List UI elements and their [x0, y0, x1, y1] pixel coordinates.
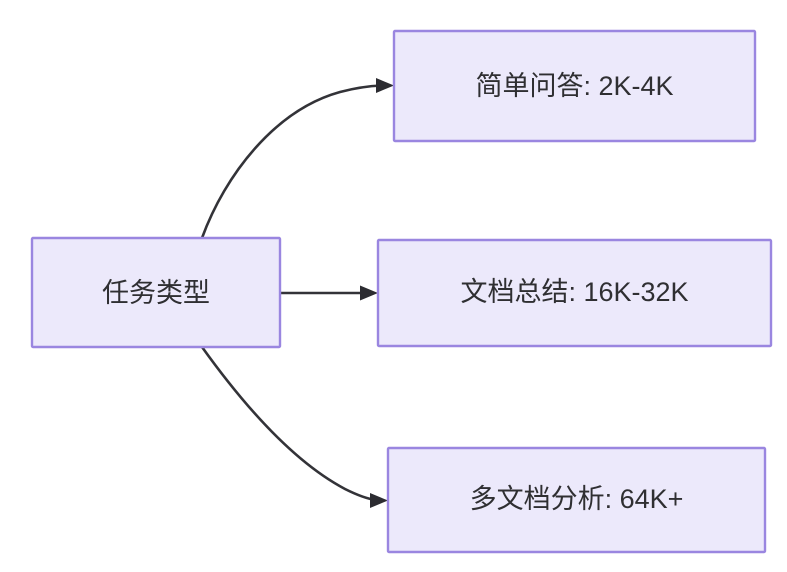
arrowhead-icon-top [376, 78, 394, 93]
node-doc-summary[interactable]: 文档总结: 16K-32K [376, 238, 773, 348]
edge-path-curved-top [200, 84, 384, 240]
edge-root-to-doc-summary [278, 285, 378, 301]
edge-root-to-simple-qa [200, 78, 394, 240]
node-simple-qa-box[interactable] [392, 29, 757, 143]
node-multi-doc-analysis-box[interactable] [386, 446, 767, 554]
node-task-type-label: 任务类型 [102, 278, 210, 308]
edge-root-to-multi-doc-analysis [200, 345, 388, 508]
arrowhead-icon-middle [360, 285, 378, 301]
node-task-type[interactable]: 任务类型 [30, 236, 282, 349]
node-simple-qa-label: 简单问答: 2K-4K [475, 71, 673, 101]
node-multi-doc-analysis[interactable]: 多文档分析: 64K+ [386, 446, 767, 554]
node-doc-summary-box[interactable] [376, 238, 773, 348]
arrowhead-icon-bottom [370, 493, 388, 508]
edge-path-curved-bottom [200, 345, 378, 502]
node-simple-qa[interactable]: 简单问答: 2K-4K [392, 29, 757, 143]
node-doc-summary-label: 文档总结: 16K-32K [460, 277, 688, 307]
node-multi-doc-analysis-label: 多文档分析: 64K+ [470, 484, 684, 514]
node-task-type-box[interactable] [30, 236, 282, 349]
